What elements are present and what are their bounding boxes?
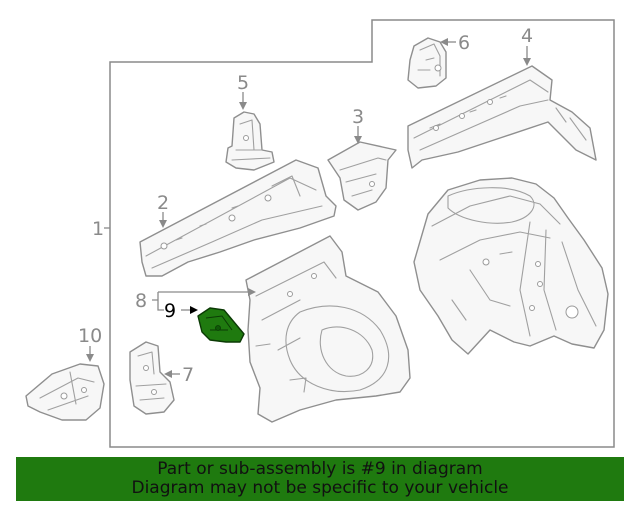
callout-9: 9 — [164, 300, 176, 322]
assembly-outline — [109, 19, 615, 448]
part-4-upper-rail — [407, 65, 597, 169]
leader-lines — [86, 38, 531, 378]
callout-7: 7 — [182, 364, 194, 386]
part-6-bracket — [407, 37, 447, 89]
inner-panel-assembly — [413, 177, 609, 355]
part-10-mount — [25, 363, 105, 421]
callout-1: 1 — [92, 218, 104, 240]
part-notice-banner: Part or sub-assembly is #9 in diagram Di… — [16, 457, 624, 501]
part-9-reinforcement-highlight — [197, 307, 245, 343]
callout-10: 10 — [78, 325, 102, 347]
part-notice-line: Part or sub-assembly is #9 in diagram — [157, 459, 483, 479]
part-5-bracket — [225, 111, 275, 171]
part-7-bracket — [129, 341, 175, 415]
callout-2: 2 — [157, 192, 169, 214]
diagram-disclaimer-line: Diagram may not be specific to your vehi… — [131, 478, 509, 498]
callout-4: 4 — [521, 25, 533, 47]
callout-8: 8 — [135, 290, 147, 312]
part-3-bracket — [327, 141, 397, 211]
part-2-side-rail — [139, 159, 337, 277]
callout-5: 5 — [237, 72, 249, 94]
callout-6: 6 — [458, 32, 470, 54]
parts-diagram: 1 2 3 4 5 6 7 8 9 10 — [25, 19, 615, 448]
part-8-wheel-housing — [245, 235, 411, 423]
callout-3: 3 — [352, 106, 364, 128]
